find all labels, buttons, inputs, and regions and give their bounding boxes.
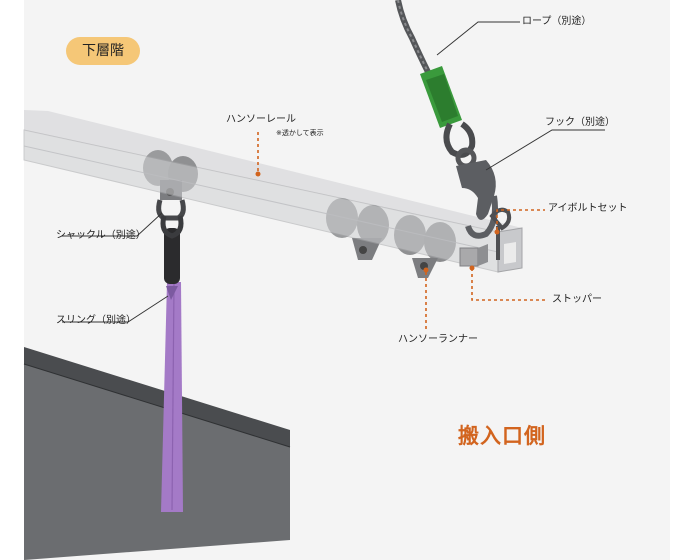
leader-dots — [255, 171, 500, 273]
sling-leader — [62, 295, 169, 323]
leader-lines — [62, 21, 605, 323]
shackle — [156, 199, 186, 239]
hook — [455, 147, 498, 239]
runner-label: ハンソーランナー — [398, 334, 478, 345]
floor-badge: 下層階 — [66, 37, 140, 65]
stopper-label: ストッパー — [552, 294, 602, 305]
sling-label: スリング（別途） — [56, 315, 136, 326]
shackle-label: シャックル（別途） — [56, 230, 146, 241]
rope — [395, 0, 476, 158]
sling — [161, 228, 183, 512]
orange-leaders — [257, 132, 548, 330]
rope-leader — [436, 21, 520, 56]
shackle-leader — [62, 212, 163, 237]
rope-label: ロープ（別途） — [522, 16, 592, 27]
rail-top — [24, 110, 522, 232]
rail-front — [23, 129, 499, 273]
hook-label: フック（別途） — [545, 117, 615, 128]
stopper — [459, 244, 488, 267]
suspended-panel — [23, 347, 291, 560]
hook-leader — [485, 129, 605, 171]
rail-note-label: ※透かして表示 — [276, 129, 324, 137]
eyebolt-label: アイボルトセット — [548, 203, 628, 214]
entrance-side-label: 搬入口側 — [458, 424, 546, 448]
floor-badge-text: 下層階 — [82, 43, 124, 59]
rail-label: ハンソーレール — [226, 114, 296, 125]
